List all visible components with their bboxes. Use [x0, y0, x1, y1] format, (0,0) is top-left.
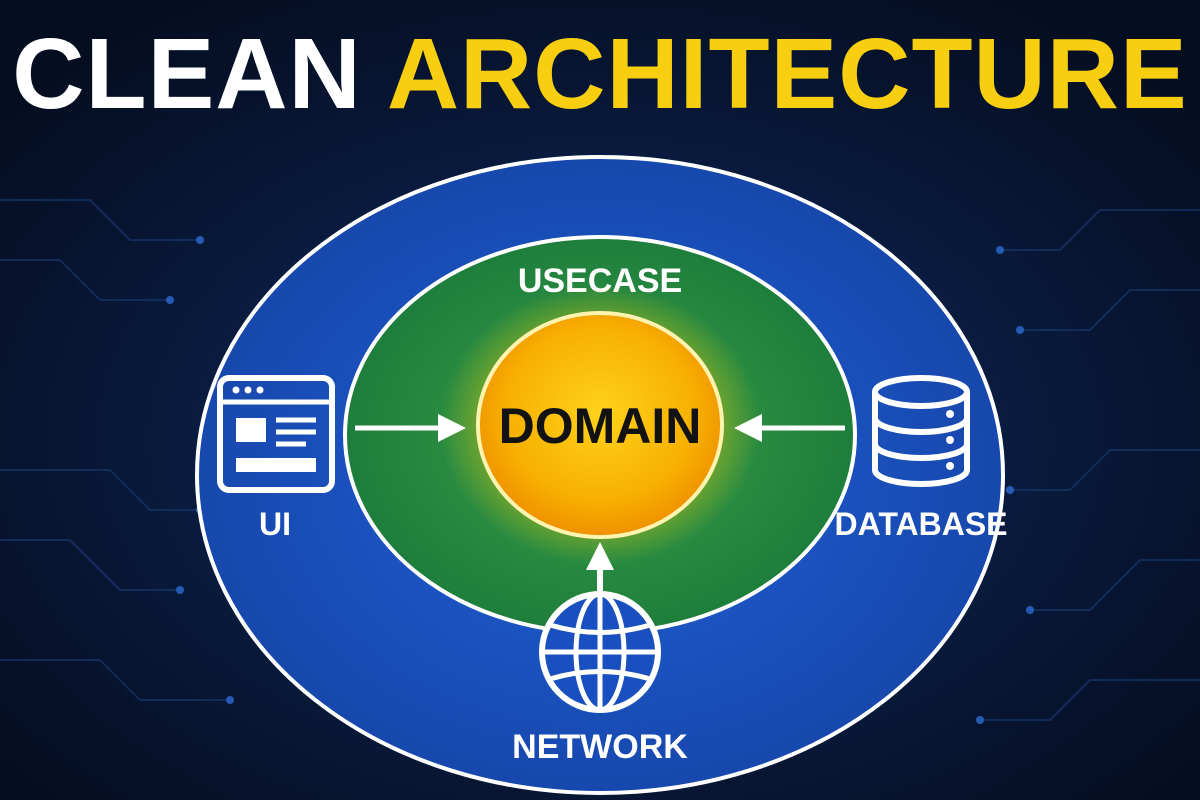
globe-icon: [539, 591, 661, 713]
network-label: NETWORK: [512, 728, 688, 766]
title-word-architecture: ARCHITECTURE: [386, 18, 1188, 130]
domain-label: DOMAIN: [499, 398, 702, 454]
database-icon: [872, 375, 970, 487]
browser-window-icon: [217, 375, 335, 493]
arrow-database-to-domain: [734, 414, 845, 442]
ui-label: UI: [259, 506, 291, 542]
page-title: CLEAN ARCHITECTURE: [0, 14, 1200, 134]
database-indicator-dots: [946, 410, 954, 470]
arrow-ui-to-domain: [355, 414, 466, 442]
title-word-clean: CLEAN: [12, 18, 362, 130]
domain-core: [476, 311, 724, 539]
database-label: DATABASE: [834, 506, 1007, 542]
